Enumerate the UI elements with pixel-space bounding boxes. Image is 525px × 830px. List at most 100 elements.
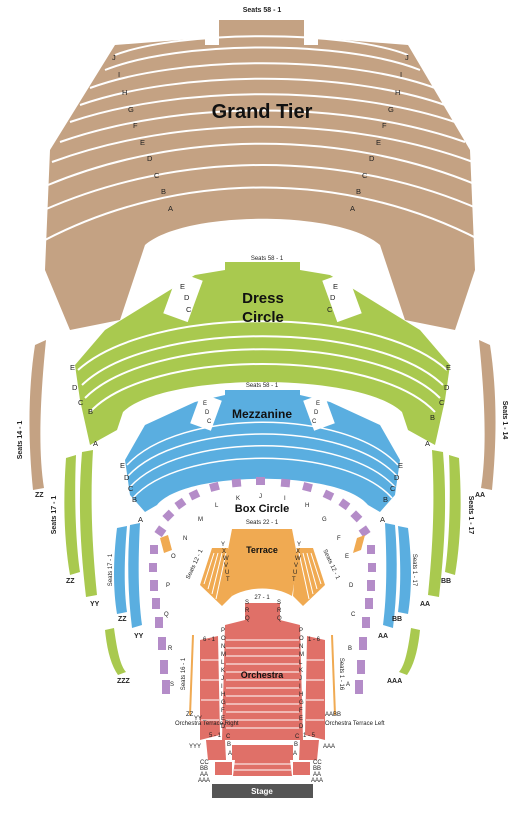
left-row-zzz: ZZZ: [117, 678, 131, 685]
mz-row-left: E: [120, 461, 125, 470]
mz-row-left: D: [124, 473, 130, 482]
seats-left-mid: Seats 17 - 1: [51, 496, 58, 535]
or-row-right: G: [299, 700, 304, 706]
bc-letter: B: [348, 646, 352, 652]
right-row-bb-1: BB: [441, 578, 451, 585]
orchestra-section[interactable]: Orchestra 27 - 1 6 - 1 1 - 6 Seats 16 - …: [175, 595, 385, 776]
orchestra-pit-right-row: AAA: [323, 744, 335, 750]
gt-row-left: C: [154, 171, 160, 180]
bc-letter: F: [337, 536, 341, 542]
gt-row-left: H: [122, 88, 127, 97]
or-row-left: L: [221, 660, 225, 666]
or-row-right: N: [299, 644, 303, 650]
dc-corner-left: D: [184, 293, 190, 302]
or-row-left: K: [221, 668, 225, 674]
right-row-aa-1: AA: [475, 492, 485, 499]
or-row-left: D: [221, 724, 226, 730]
orchestra-right-seats: 1 - 6: [308, 637, 321, 643]
mz-row-right: B: [383, 495, 388, 504]
side-boxes-left[interactable]: Seats 14 - 1 Seats 17 - 1 Seats 17 - 1 Z…: [17, 340, 144, 685]
tr-row-left: W: [223, 556, 229, 562]
front-right-row: BB: [313, 766, 321, 772]
gt-row-right: E: [376, 138, 381, 147]
box-circle-section[interactable]: Box Circle: [149, 477, 376, 694]
orchestra-row-aa: AA: [325, 712, 333, 718]
gt-row-right: D: [369, 154, 375, 163]
grand-tier-title: Grand Tier: [212, 101, 313, 123]
bc-letter: A: [346, 682, 350, 688]
tr-row-right: Y: [297, 542, 301, 548]
terrace-section[interactable]: Seats 22 - 1 Terrace Seats 12 - 1 Seats …: [160, 520, 365, 606]
mz-row-left: B: [132, 495, 137, 504]
orchestra-seats-left: Seats 16 - 1: [181, 657, 187, 690]
or-row-left: I: [221, 684, 223, 690]
dress-circle-title-1: Dress: [242, 290, 284, 307]
gt-row-left: A: [168, 204, 173, 213]
or-row-right: A: [293, 751, 297, 757]
or-row-left: E: [221, 716, 225, 722]
front-left-row: AAA: [198, 778, 210, 784]
bc-letter: O: [171, 554, 176, 560]
bc-letter: H: [305, 503, 309, 509]
or-row-right: L: [299, 660, 303, 666]
bc-letter: P: [166, 583, 170, 589]
or-row-right: K: [299, 668, 303, 674]
tr-row-left: T: [226, 577, 230, 583]
terrace-seats-label: Seats 22 - 1: [246, 520, 279, 526]
front-right-row: CC: [313, 760, 322, 766]
front-right-row: AAA: [311, 778, 323, 784]
bc-letter: Q: [164, 612, 169, 618]
or-row-left: H: [221, 692, 225, 698]
stage-section: Stage: [212, 784, 313, 798]
bc-letter: L: [215, 503, 219, 509]
orchestra-left-seats: 6 - 1: [203, 637, 216, 643]
orchestra-terrace-left: Orchestra Terrace Left: [325, 721, 385, 727]
dc-row-left: D: [72, 383, 78, 392]
seats-left-inner: Seats 17 - 1: [108, 553, 114, 586]
or-row-left: A: [228, 751, 232, 757]
seats-right-mid: Seats 1 - 17: [467, 496, 474, 535]
mz-row-left: C: [128, 484, 134, 493]
dc-row-left: A: [93, 439, 98, 448]
dc-row-left: E: [70, 363, 75, 372]
terrace-right-seats: Seats 12 - 1: [321, 549, 340, 581]
bc-letter: R: [168, 646, 173, 652]
stage-label: Stage: [251, 787, 273, 796]
dc-corner-right: C: [327, 305, 333, 314]
or-row-right: B: [294, 742, 298, 748]
orchestra-center-seats: 27 - 1: [254, 595, 270, 601]
box-circle-title: Box Circle: [235, 503, 289, 515]
orchestra-pit-left-row: YYY: [189, 744, 201, 750]
right-row-aa-2: AA: [420, 601, 430, 608]
grand-tier-section[interactable]: Seats 58 - 1 Grand Tier: [43, 7, 482, 330]
gt-row-right: H: [395, 88, 400, 97]
gt-row-left: B: [161, 187, 166, 196]
orchestra-pit-right: 1 - 5: [303, 733, 316, 739]
gt-row-right: F: [382, 121, 387, 130]
terrace-title: Terrace: [246, 545, 278, 555]
side-boxes-right[interactable]: Seats 1 - 14 Seats 1 - 17 Seats 1 - 17 A…: [378, 340, 508, 685]
gt-row-right: G: [388, 105, 394, 114]
or-row-right: J: [299, 676, 302, 682]
or-row-left: N: [221, 644, 225, 650]
or-row-right: P: [299, 628, 303, 634]
dress-circle-section[interactable]: Seats 58 - 1 Dress Circle: [75, 256, 450, 445]
tr-row-right: U: [293, 570, 297, 576]
tr-row-left: Y: [221, 542, 225, 548]
orchestra-terrace-right: Orchestra Terrace Right: [175, 721, 239, 727]
or-row-left: O: [221, 636, 226, 642]
or-row-right: O: [299, 636, 304, 642]
or-row-left: F: [221, 708, 225, 714]
front-left-row: AA: [200, 772, 208, 778]
mz-corner-left: D: [205, 410, 210, 416]
orchestra-pit-left: 5 - 1: [209, 733, 222, 739]
or-row-right: I: [299, 684, 301, 690]
mezzanine-section[interactable]: Seats 58 - 1 Mezzanine: [125, 383, 400, 512]
mz-row-right: A: [380, 515, 385, 524]
box-circle-labels: K J I H G L M N O P Q R S F E D C B A: [164, 494, 356, 688]
or-row-top-right: S: [277, 600, 281, 606]
tr-row-right: T: [292, 577, 296, 583]
orchestra-row-bb: BB: [333, 712, 341, 718]
or-row-top-left: Q: [245, 616, 250, 622]
or-row-right: E: [299, 716, 303, 722]
